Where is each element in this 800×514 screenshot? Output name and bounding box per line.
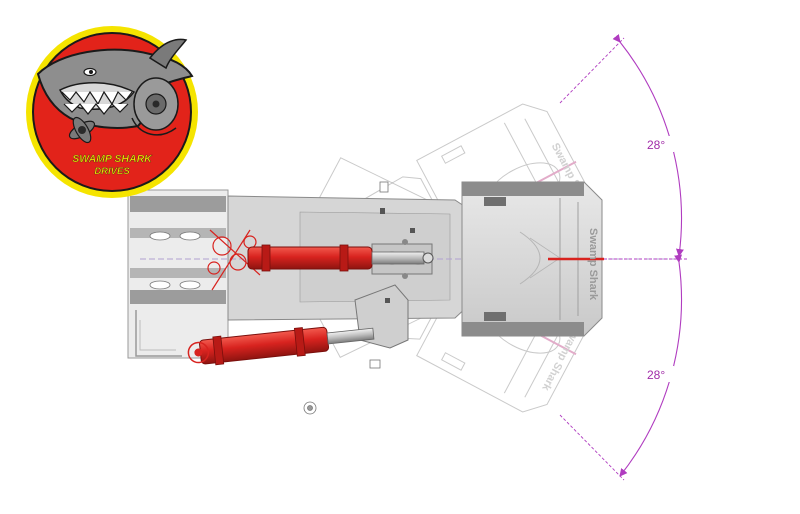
frame-bolts xyxy=(380,208,415,303)
pivot-linkage xyxy=(207,229,261,291)
angle-label-upper: 28° xyxy=(647,138,665,152)
logo-title: SWAMP SHARK xyxy=(72,153,153,165)
drive-cowling: Swamp Shark xyxy=(461,181,604,337)
logo-subtitle: DRIVES xyxy=(94,166,130,177)
hydraulic-cylinder-upper xyxy=(247,244,434,272)
swamp-shark-logo: SWAMP SHARK DRIVES xyxy=(26,26,198,198)
hydraulic-cylinder-lower xyxy=(187,326,375,366)
transom-mount xyxy=(127,189,229,359)
propeller-icon xyxy=(68,116,96,144)
steering-angle-dimension: 28° 28° xyxy=(559,34,688,481)
cowling-brand-text: Swamp Shark xyxy=(587,228,599,301)
angle-label-lower: 28° xyxy=(647,368,665,382)
shark-icon xyxy=(36,38,194,144)
fasteners xyxy=(303,181,389,415)
